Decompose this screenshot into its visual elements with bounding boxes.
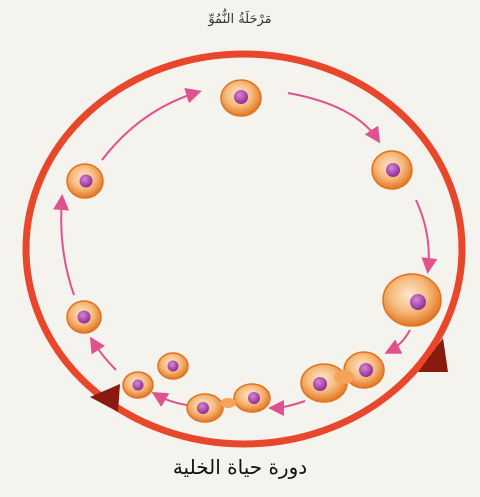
cell-left-upper [67,164,103,198]
cell-dividing-bottom [187,384,270,422]
cell-left-lower [67,301,101,333]
arrow-left [61,198,74,295]
arrow-left-lower [92,340,116,370]
cell-upper-right [372,151,412,189]
arrow-top-left [102,92,198,160]
arrow-bottom [272,401,305,408]
cell-large-right [383,274,441,326]
cell-life-cycle-caption: دورة حياة الخلية [0,455,480,479]
cell-daughter-b [123,372,153,398]
cell-top [221,80,261,116]
arrow-top-right [288,93,378,140]
arrow-lower-right [388,330,410,352]
cell-dividing-right [301,352,384,402]
arrow-right [416,200,429,270]
cell-daughter-a [158,353,188,379]
